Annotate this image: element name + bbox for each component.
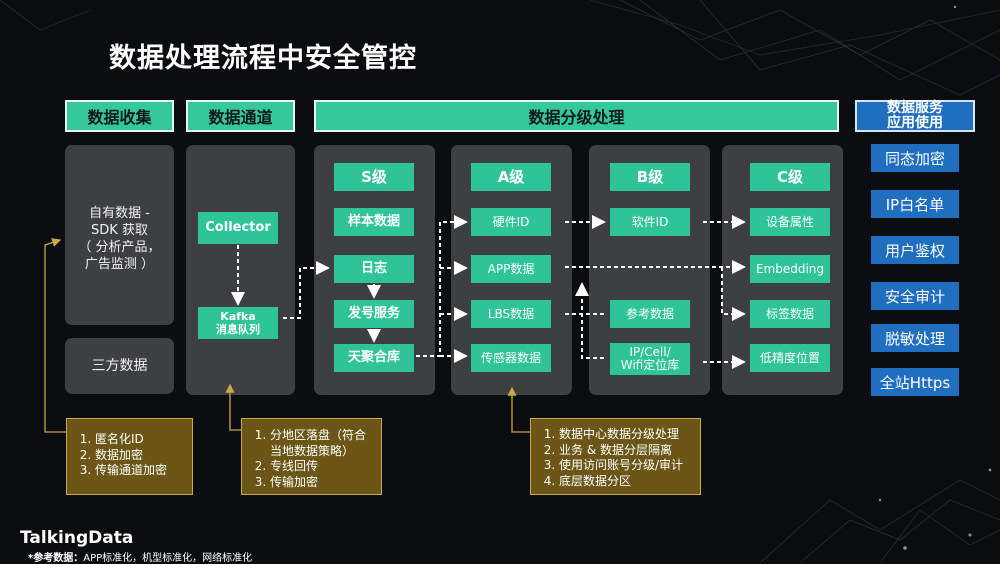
c-tag-data: 标签数据 <box>750 300 830 328</box>
channel-panel <box>186 145 295 395</box>
service-ip-whitelist: IP白名单 <box>871 190 959 218</box>
a-sensor-data: 传感器数据 <box>471 344 551 372</box>
note-channel: 分地区落盘（符合当地数据策略） 专线回传 传输加密 <box>241 418 382 495</box>
service-security-audit: 安全审计 <box>871 282 959 310</box>
a-app-data: APP数据 <box>471 255 551 283</box>
a-lbs-data: LBS数据 <box>471 300 551 328</box>
note-collection-item: 数据加密 <box>95 448 192 464</box>
footer-label: *参考数据： <box>28 553 84 564</box>
service-user-auth: 用户鉴权 <box>871 236 959 264</box>
header-data-collection: 数据收集 <box>65 100 174 132</box>
header-service-line1: 数据服务 <box>887 100 943 116</box>
b-ip-location-db: IP/Cell/ Wifi定位库 <box>610 343 690 375</box>
talkingdata-logo: TalkingData <box>20 528 134 548</box>
page-title: 数据处理流程中安全管控 <box>109 43 417 74</box>
footer-reference: *参考数据：APP标准化，机型标准化，网络标准化 <box>28 549 252 564</box>
c-low-precision-location: 低精度位置 <box>750 344 830 372</box>
header-data-channel: 数据通道 <box>186 100 295 132</box>
own-data-line4: 广告监测 ） <box>84 257 155 272</box>
s-id-service: 发号服务 <box>334 300 414 328</box>
service-desensitization: 脱敏处理 <box>871 324 959 352</box>
b-ip-line2: Wifi定位库 <box>620 358 680 372</box>
note-grading: 数据中心数据分级处理 业务 & 数据分层隔离 使用访问账号分级/审计 底层数据分… <box>530 418 701 495</box>
b-reference-data: 参考数据 <box>610 300 690 328</box>
note-grading-item: 业务 & 数据分层隔离 <box>559 443 700 459</box>
note-channel-item: 专线回传 <box>270 459 375 475</box>
own-data-label: 自有数据 - SDK 获取 （ 分析产品， 广告监测 ） <box>65 205 174 273</box>
note-grading-item: 使用访问账号分级/审计 <box>559 458 700 474</box>
third-party-label: 三方数据 <box>91 358 148 374</box>
a-hardware-id: 硬件ID <box>471 208 551 236</box>
third-party-panel <box>65 338 174 394</box>
note-collection: 匿名化ID 数据加密 传输通道加密 <box>66 418 193 495</box>
header-service-line2: 应用使用 <box>887 115 943 131</box>
kafka-line2: 消息队列 <box>216 323 260 336</box>
note-channel-item: 传输加密 <box>270 475 375 491</box>
kafka-queue-box: Kafka 消息队列 <box>198 307 278 339</box>
c-level-title: C级 <box>750 163 830 191</box>
s-level-title: S级 <box>334 163 414 191</box>
note-collection-item: 匿名化ID <box>95 432 192 448</box>
s-daily-aggregate: 天聚合库 <box>334 344 414 372</box>
note-channel-item: 分地区落盘（符合当地数据策略） <box>270 428 375 459</box>
footer-text: APP标准化，机型标准化，网络标准化 <box>83 553 253 564</box>
header-data-service: 数据服务 应用使用 <box>855 100 975 132</box>
note-collection-item: 传输通道加密 <box>95 463 192 479</box>
c-device-attributes: 设备属性 <box>750 208 830 236</box>
kafka-line1: Kafka <box>220 310 256 323</box>
own-data-panel <box>65 145 174 325</box>
a-level-title: A级 <box>471 163 551 191</box>
own-data-line2: SDK 获取 <box>91 223 148 238</box>
service-homomorphic-encryption: 同态加密 <box>871 144 959 172</box>
own-data-line1: 自有数据 - <box>89 206 150 221</box>
b-software-id: 软件ID <box>610 208 690 236</box>
note-grading-item: 数据中心数据分级处理 <box>559 427 700 443</box>
s-sample-data: 样本数据 <box>334 208 414 236</box>
c-embedding: Embedding <box>750 255 830 283</box>
b-level-title: B级 <box>610 163 690 191</box>
header-data-grading: 数据分级处理 <box>314 100 839 132</box>
s-log: 日志 <box>334 255 414 283</box>
service-https: 全站Https <box>871 368 959 396</box>
b-ip-line1: IP/Cell/ <box>629 345 671 359</box>
own-data-line3: （ 分析产品， <box>78 240 161 255</box>
note-grading-item: 底层数据分区 <box>559 474 700 490</box>
collector-box: Collector <box>198 212 278 244</box>
